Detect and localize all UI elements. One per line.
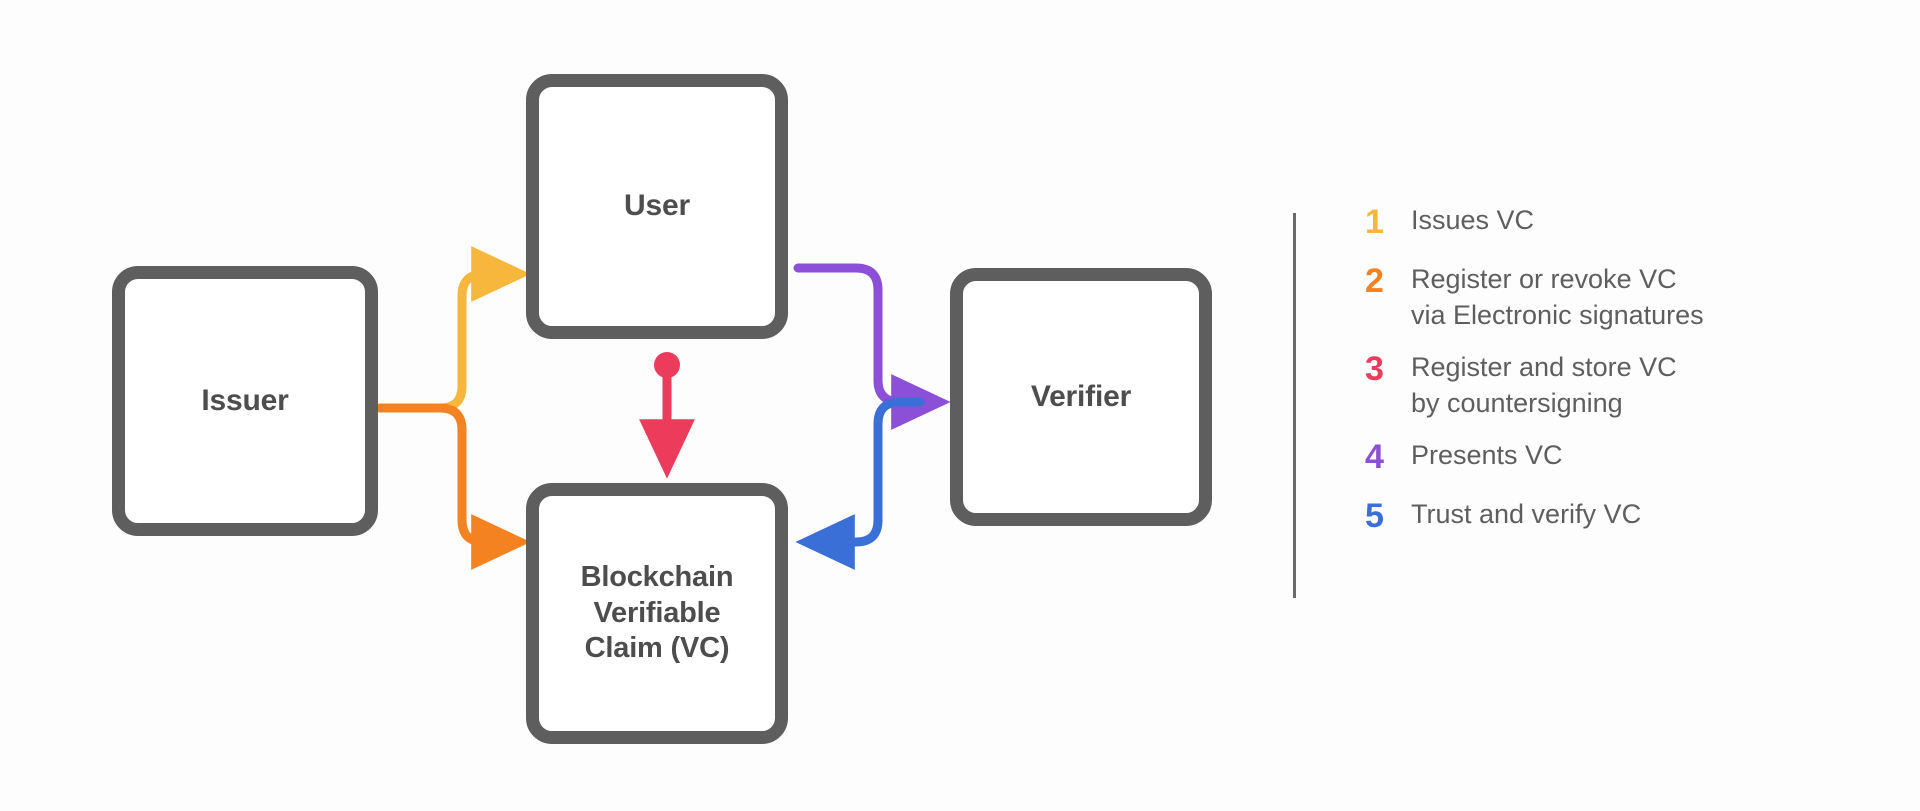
legend-item-2: 2 Register or revoke VC via Electronic s…: [1365, 259, 1885, 333]
legend: 1 Issues VC 2 Register or revoke VC via …: [1293, 200, 1893, 620]
legend-item-4: 4 Presents VC: [1365, 435, 1885, 480]
legend-item-3: 3 Register and store VC by countersignin…: [1365, 347, 1885, 421]
legend-number-1: 1: [1365, 203, 1384, 241]
node-blockchain-verifiable-claim-label: Blockchain Verifiable Claim (VC): [580, 560, 734, 665]
legend-number-4: 4: [1365, 438, 1384, 477]
legend-number-3: 3: [1365, 350, 1384, 389]
user-to-vc-start-dot: [654, 352, 680, 378]
issuer-to-user-arrow: [375, 246, 531, 413]
node-issuer[interactable]: Issuer: [112, 266, 378, 536]
legend-list: 1 Issues VC 2 Register or revoke VC via …: [1365, 200, 1885, 553]
legend-item-1: 1 Issues VC: [1365, 200, 1885, 245]
legend-label-1: Issues VC: [1411, 205, 1535, 235]
user-to-verifier-arrow: [793, 263, 951, 430]
legend-label-3: Register and store VC by countersigning: [1411, 352, 1677, 418]
legend-label-2: Register or revoke VC via Electronic sig…: [1411, 263, 1704, 330]
legend-label-5: Trust and verify VC: [1411, 499, 1642, 530]
legend-divider: [1293, 213, 1296, 598]
legend-label-4: Presents VC: [1411, 440, 1563, 471]
legend-item-5: 5 Trust and verify VC: [1365, 494, 1885, 539]
legend-number-2: 2: [1365, 261, 1384, 300]
node-verifier-label: Verifier: [1030, 379, 1132, 413]
legend-number-5: 5: [1365, 497, 1384, 536]
node-verifier[interactable]: Verifier: [950, 268, 1212, 526]
issuer-to-vc-arrow: [375, 403, 531, 570]
node-blockchain-verifiable-claim[interactable]: Blockchain Verifiable Claim (VC): [526, 483, 788, 744]
node-user[interactable]: User: [526, 74, 788, 339]
node-issuer-label: Issuer: [201, 383, 289, 417]
node-user-label: User: [624, 189, 690, 223]
verifier-to-vc-arrow: [795, 397, 925, 570]
